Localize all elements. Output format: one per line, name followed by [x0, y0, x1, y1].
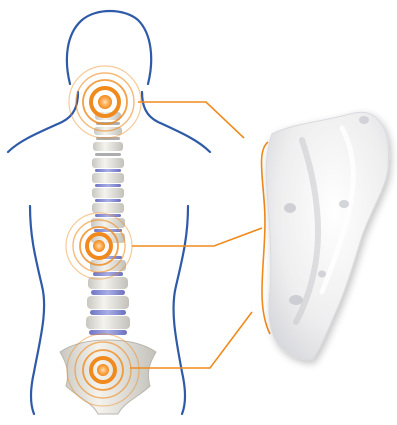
cushion-nub-right: [339, 200, 349, 208]
callout-lines: [130, 102, 270, 368]
target-rings-icon: [98, 95, 112, 109]
target-rings-icon: [93, 240, 105, 252]
cushion-nub-bottom: [318, 271, 326, 278]
cushion-nub-lower: [289, 295, 303, 305]
right-torso-outline: [174, 206, 188, 414]
right-shoulder-outline: [142, 92, 210, 152]
cushion-nub-left: [284, 203, 296, 213]
target-rings-icon: [97, 364, 109, 376]
lumbar-vertebrae: [86, 277, 130, 335]
left-torso-outline: [30, 206, 44, 414]
cushion-nub-top: [359, 116, 369, 124]
cushion-icon: [266, 112, 388, 360]
left-shoulder-outline: [8, 92, 78, 152]
mid-back-callout-line: [132, 228, 262, 246]
cushion-body: [266, 112, 388, 360]
